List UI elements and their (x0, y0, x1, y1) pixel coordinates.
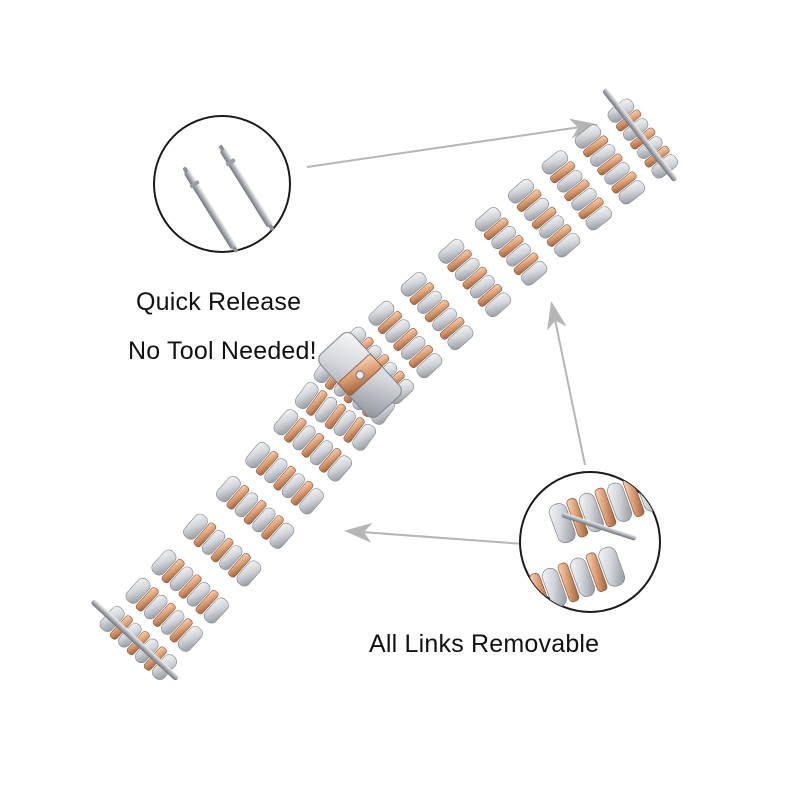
arrow-to-lower-link (344, 522, 525, 545)
clasp (318, 331, 402, 419)
spring-bar-icon (153, 115, 291, 253)
band-link (294, 382, 376, 451)
quick-release-label: Quick Release (136, 288, 302, 316)
no-tool-needed-label: No Tool Needed! (128, 337, 317, 365)
link-detail-image (519, 471, 661, 613)
arrow-to-band-side (547, 301, 586, 466)
band-link (438, 239, 512, 318)
band-link (607, 98, 678, 179)
band-link (400, 271, 474, 351)
band-link (368, 300, 443, 379)
band-link (541, 150, 613, 231)
band-link (151, 549, 229, 624)
band-link (183, 513, 262, 587)
callout-arrows (306, 118, 598, 545)
band-link (508, 178, 581, 258)
band-link (574, 124, 646, 205)
band-link (475, 207, 548, 286)
band-link (216, 476, 295, 549)
band-link (245, 442, 324, 515)
all-links-removable-label: All Links Removable (369, 630, 600, 658)
band-link (273, 409, 353, 482)
watch-band-image (91, 88, 678, 681)
end-pin (91, 599, 179, 681)
band-link (125, 577, 203, 652)
end-pin (602, 88, 678, 182)
arrow-to-top-end (306, 118, 598, 168)
